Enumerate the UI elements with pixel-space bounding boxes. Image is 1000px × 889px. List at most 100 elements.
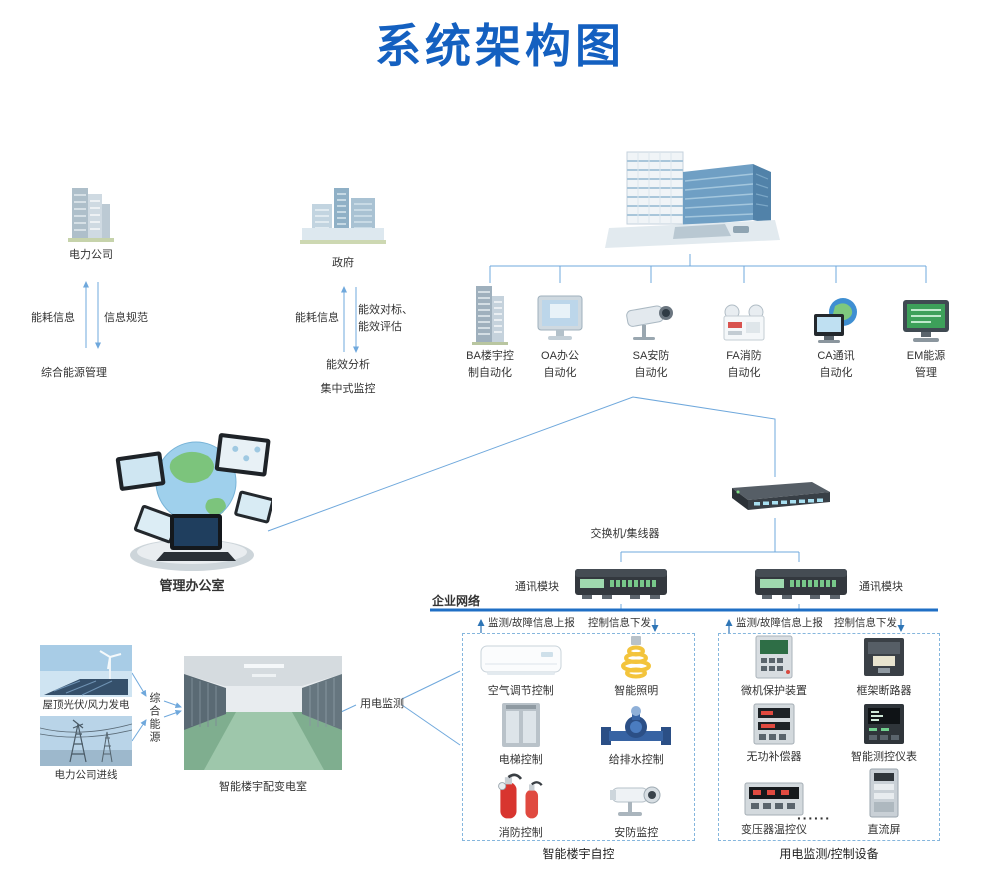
oa-monitor-icon <box>536 280 584 346</box>
subsystem-oa: OA办公 自动化 <box>522 280 598 380</box>
government-label: 政府 <box>332 257 354 269</box>
water-control-item: 给排水控制 <box>579 701 695 770</box>
main-building-icon <box>605 151 780 248</box>
power-company-building-icon <box>68 188 114 242</box>
comm-module-right-icon <box>755 569 847 599</box>
fire-extinguisher-icon <box>497 773 543 819</box>
subsystem-sa-label1: SA安防 <box>632 350 670 362</box>
comm-module-right-label: 通讯模块 <box>859 581 903 593</box>
fire-control-item: 消防控制 <box>463 770 579 843</box>
water-valve-icon <box>601 706 672 745</box>
temp-controller-label: 变压器温控仪 <box>741 824 807 836</box>
dc-panel-item: 直流屏 <box>829 767 939 840</box>
comm-module-left-label: 通讯模块 <box>515 581 559 593</box>
solar-wind-photo <box>40 645 132 697</box>
temp-controller-item: 变压器温控仪 <box>719 767 829 840</box>
security-monitor-item: 安防监控 <box>579 770 695 843</box>
security-camera-icon <box>610 786 661 816</box>
grid-incoming-label: 电力公司进线 <box>54 769 118 781</box>
compensator-item: 无功补偿器 <box>719 701 829 767</box>
compensator-label: 无功补偿器 <box>746 751 802 763</box>
building-controls-caption: 智能楼宇自控 <box>542 847 615 861</box>
water-control-label: 给排水控制 <box>608 754 664 766</box>
subsystem-fa-label2: 自动化 <box>727 367 761 379</box>
control-down-right-label: 控制信息下发 <box>834 617 897 629</box>
more-devices-dots: ······ <box>797 810 831 826</box>
smart-meter-label: 智能测控仪表 <box>851 751 917 763</box>
combined-energy-label: 综合能源 <box>148 692 160 744</box>
gov-energy-info-label: 能耗信息 <box>295 312 339 324</box>
subsystem-ba: BA楼宇控 制自动化 <box>452 280 528 380</box>
sa-cctv-icon <box>623 280 679 346</box>
subsystem-sa: SA安防 自动化 <box>613 280 689 380</box>
breaker-item: 框架断路器 <box>829 634 939 701</box>
integrated-energy-mgmt-label: 综合能源管理 <box>41 367 107 379</box>
page-title: 系统架构图 <box>375 20 625 72</box>
power-devices-box: 微机保护装置 框架断路器 无功补偿器 <box>718 633 940 841</box>
power-devices-caption: 用电监测/控制设备 <box>779 847 879 861</box>
air-conditioner-icon <box>480 645 562 675</box>
subsystem-fa-label1: FA消防 <box>726 350 762 362</box>
energy-usage-info-label: 能耗信息 <box>31 312 75 324</box>
breaker-label: 框架断路器 <box>856 685 912 697</box>
ac-control-label: 空气调节控制 <box>487 685 554 697</box>
protection-device-item: 微机保护装置 <box>719 634 829 701</box>
substation-room-photo <box>184 656 342 770</box>
grid-incoming-photo <box>40 716 132 766</box>
solar-wind-label: 屋顶光伏/风力发电 <box>42 699 130 711</box>
substation-room-label: 智能楼宇配变电室 <box>219 781 307 793</box>
temp-controller-icon <box>744 782 804 816</box>
elevator-item: 电梯控制 <box>463 701 579 770</box>
government-building-icon <box>300 188 386 244</box>
smart-meter-item: 智能测控仪表 <box>829 701 939 767</box>
subsystem-ca-label1: CA通讯 <box>817 350 855 362</box>
lighting-item: 智能照明 <box>579 634 695 701</box>
report-up-left-label: 监测/故障信息上报 <box>488 617 575 629</box>
ac-control-item: 空气调节控制 <box>463 634 579 701</box>
lighting-label: 智能照明 <box>614 685 659 697</box>
benchmark-label-line2: 能效评估 <box>358 321 402 333</box>
ba-building-icon <box>470 280 510 346</box>
subsystem-sa-label2: 自动化 <box>634 367 668 379</box>
management-office-icon <box>115 433 272 571</box>
security-monitor-label: 安防监控 <box>614 827 659 839</box>
switch-hub-icon <box>732 482 830 510</box>
report-up-right-label: 监测/故障信息上报 <box>736 617 823 629</box>
power-monitoring-label: 用电监测 <box>360 698 404 710</box>
subsystem-em-label1: EM能源 <box>906 350 946 362</box>
power-company-label: 电力公司 <box>69 249 113 261</box>
em-energy-monitor-icon <box>899 280 953 346</box>
protection-device-icon <box>755 635 793 679</box>
subsystem-em-label2: 管理 <box>915 367 937 379</box>
subsystem-oa-label1: OA办公 <box>541 350 579 362</box>
subsystem-ba-label1: BA楼宇控 <box>466 350 514 362</box>
enterprise-network-label: 企业网络 <box>432 594 481 608</box>
compensator-icon <box>753 703 795 745</box>
circuit-breaker-icon <box>864 638 904 676</box>
info-standard-label: 信息规范 <box>104 312 148 324</box>
smart-meter-icon <box>864 704 904 744</box>
subsystem-ba-label2: 制自动化 <box>468 367 512 379</box>
fire-control-label: 消防控制 <box>498 827 543 839</box>
subsystem-fa: FA消防 自动化 <box>706 280 782 380</box>
management-office-label: 管理办公室 <box>159 578 225 593</box>
ca-computer-globe-icon <box>810 280 862 346</box>
subsystem-em: EM能源 管理 <box>888 280 964 380</box>
subsystem-ca-label2: 自动化 <box>819 367 853 379</box>
elevator-icon <box>501 703 540 747</box>
protection-device-label: 微机保护装置 <box>741 685 807 697</box>
elevator-label: 电梯控制 <box>498 754 543 766</box>
subsystem-ca: CA通讯 自动化 <box>798 280 874 380</box>
control-down-left-label: 控制信息下发 <box>588 617 651 629</box>
building-controls-box: 空气调节控制 智能照明 电梯控制 <box>462 633 695 841</box>
fa-emergency-light-icon <box>716 280 772 346</box>
efficiency-analysis-label: 能效分析 <box>326 359 370 371</box>
subsystem-oa-label2: 自动化 <box>543 367 577 379</box>
dc-panel-icon <box>869 768 899 818</box>
dc-panel-label: 直流屏 <box>867 824 901 836</box>
comm-module-left-icon <box>575 569 667 599</box>
benchmark-label-line1: 能效对标、 <box>358 304 413 316</box>
switch-hub-label: 交换机/集线器 <box>590 528 660 540</box>
centralized-monitoring-label: 集中式监控 <box>320 383 376 395</box>
